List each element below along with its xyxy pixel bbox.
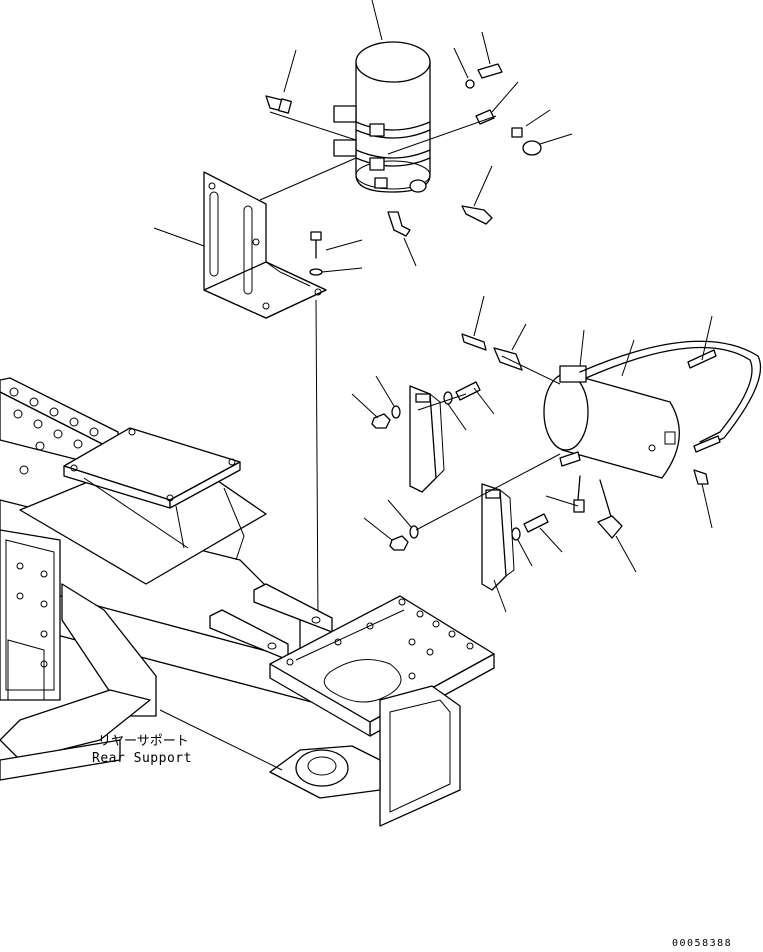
leader-lines-top <box>259 0 573 267</box>
labels: リヤーサポート Rear Support 00058388 <box>92 734 732 949</box>
air-dryer <box>333 41 431 193</box>
drawing-number: 00058388 <box>672 938 732 948</box>
part-label-jp: リヤーサポート <box>98 734 189 749</box>
dryer-bracket <box>153 171 363 621</box>
dryer-fittings <box>265 63 542 237</box>
part-label-en: Rear Support <box>92 751 192 766</box>
tank-brackets <box>351 295 713 613</box>
chassis-frame <box>0 377 495 827</box>
air-tank <box>461 333 762 539</box>
